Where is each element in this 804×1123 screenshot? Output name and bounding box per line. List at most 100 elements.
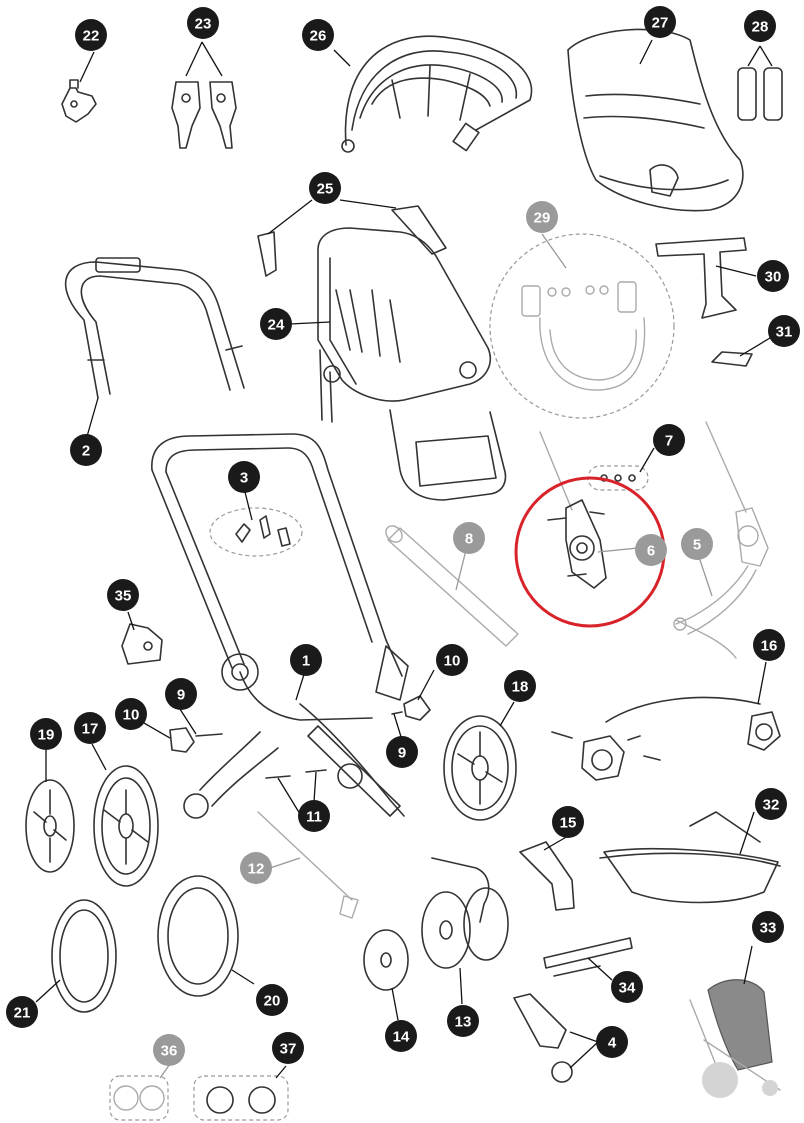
callout-30: 30 xyxy=(757,260,789,292)
callout-circle xyxy=(290,644,322,676)
part-36-bearings xyxy=(109,1075,169,1121)
callout-27: 27 xyxy=(644,6,676,38)
part-18-front-wheel xyxy=(443,715,517,821)
callout-circle xyxy=(115,698,147,730)
callout-circle xyxy=(75,19,107,51)
callout-circle xyxy=(70,434,102,466)
callout-circle xyxy=(526,201,558,233)
callout-31: 31 xyxy=(768,315,800,347)
callout-circle xyxy=(757,260,789,292)
callout-32: 32 xyxy=(755,788,787,820)
callout-number: 13 xyxy=(455,1014,472,1031)
part-2-handlebar xyxy=(64,257,245,399)
callout-number: 15 xyxy=(560,815,577,832)
callout-number: 17 xyxy=(82,721,99,738)
part-4-clamp xyxy=(513,993,573,1083)
callout-number: 36 xyxy=(161,1043,178,1060)
callout-37: 37 xyxy=(272,1032,304,1064)
callout-circle xyxy=(74,712,106,744)
callout-number: 2 xyxy=(82,443,90,460)
callout-33: 33 xyxy=(752,911,784,943)
part-35-bracket xyxy=(121,623,163,665)
callout-circle xyxy=(309,172,341,204)
callout-6: 6 xyxy=(635,534,667,566)
callout-11: 11 xyxy=(298,800,330,832)
callout-circle xyxy=(504,670,536,702)
callout-number: 18 xyxy=(512,679,529,696)
part-16-brake-cable xyxy=(551,696,781,781)
part-5-rear-leg xyxy=(673,421,769,659)
part-32-basket xyxy=(599,811,781,904)
callout-circle xyxy=(644,6,676,38)
callout-19: 19 xyxy=(30,718,62,750)
callout-15: 15 xyxy=(552,806,584,838)
callout-badges: 1234567899101011121314151617181920212223… xyxy=(6,6,800,1066)
callout-circle xyxy=(611,971,643,1003)
part-3-hinge-parts xyxy=(209,507,303,557)
part-26-canopy xyxy=(341,35,533,153)
callout-number: 16 xyxy=(761,638,778,655)
callout-5: 5 xyxy=(681,528,713,560)
callout-circle xyxy=(744,10,776,42)
part-8-axle-tube xyxy=(385,525,519,647)
callout-number: 3 xyxy=(240,470,248,487)
part-1-main-frame xyxy=(151,433,409,819)
callout-22: 22 xyxy=(75,19,107,51)
callout-17: 17 xyxy=(74,712,106,744)
callout-circle xyxy=(260,308,292,340)
callout-number: 29 xyxy=(534,210,551,227)
callout-number: 8 xyxy=(465,531,473,548)
callout-10: 10 xyxy=(436,644,468,676)
callout-circle xyxy=(240,852,272,884)
callout-number: 14 xyxy=(393,1029,410,1046)
callout-9: 9 xyxy=(165,678,197,710)
callout-number: 27 xyxy=(652,15,669,32)
part-6-hinge-assembly xyxy=(539,431,607,589)
callout-number: 25 xyxy=(317,181,334,198)
callout-number: 22 xyxy=(83,28,100,45)
callout-circle xyxy=(272,1032,304,1064)
callout-number: 12 xyxy=(248,861,265,878)
part-23-adaptors xyxy=(171,81,237,149)
part-22-clip xyxy=(61,79,97,123)
callout-1: 1 xyxy=(290,644,322,676)
callout-circle xyxy=(653,424,685,456)
callout-circle xyxy=(755,788,787,820)
part-31-wedge xyxy=(711,351,753,367)
part-25-side-pads xyxy=(257,205,447,277)
callout-number: 21 xyxy=(14,1005,31,1022)
part-37-bearings xyxy=(193,1075,289,1121)
callout-26: 26 xyxy=(302,19,334,51)
callout-circle xyxy=(107,579,139,611)
callout-circle xyxy=(635,534,667,566)
callout-number: 33 xyxy=(760,920,777,937)
callout-number: 34 xyxy=(619,980,636,997)
part-15-bracket xyxy=(519,841,575,911)
callout-number: 4 xyxy=(608,1035,617,1052)
callout-number: 11 xyxy=(306,809,322,826)
part-14-small-hub xyxy=(363,929,409,991)
callout-7: 7 xyxy=(653,424,685,456)
callout-circle xyxy=(453,522,485,554)
part-20-tyre xyxy=(157,875,239,997)
callout-circle xyxy=(447,1005,479,1037)
callout-number: 1 xyxy=(302,653,310,670)
part-17-rear-wheel xyxy=(93,765,159,887)
callout-number: 5 xyxy=(693,537,701,554)
callout-12: 12 xyxy=(240,852,272,884)
callout-24: 24 xyxy=(260,308,292,340)
part-21-inner-tube xyxy=(51,899,117,1013)
callout-number: 7 xyxy=(665,433,673,450)
callout-number: 10 xyxy=(123,707,140,724)
part-29-bumper-bar-kit xyxy=(489,233,675,419)
callout-circle xyxy=(153,1034,185,1066)
callout-10: 10 xyxy=(115,698,147,730)
callout-circle xyxy=(681,528,713,560)
part-33-rain-cover xyxy=(689,979,781,1098)
callout-number: 19 xyxy=(38,727,55,744)
part-11-bolts xyxy=(265,769,327,779)
callout-36: 36 xyxy=(153,1034,185,1066)
callout-circle xyxy=(596,1026,628,1058)
callout-29: 29 xyxy=(526,201,558,233)
callout-circle xyxy=(187,7,219,39)
